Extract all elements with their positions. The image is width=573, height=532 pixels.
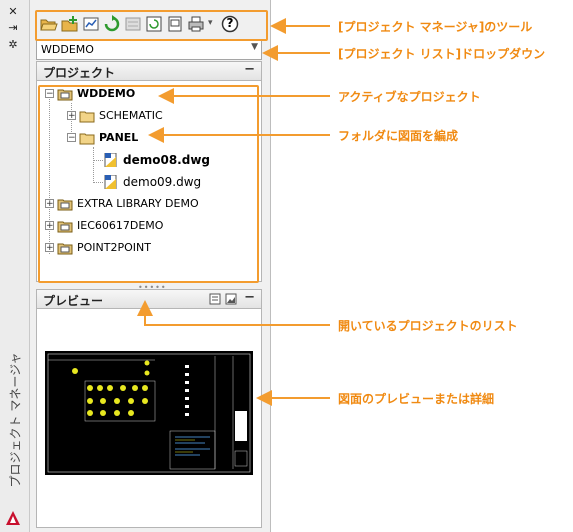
drawing-file-icon [104,175,117,189]
palette-title-strip: ✕ ⇥ ✲ プロジェクト マネージャ [0,0,30,532]
collapse-icon[interactable]: − [67,133,76,143]
expand-icon[interactable]: + [67,111,76,121]
new-project-icon[interactable] [61,15,79,33]
drawing-preview-image [45,351,253,475]
project-tree: − WDDEMO + SCHEMATIC − PANEL demo08.dwg … [36,80,262,282]
drawing-file-icon [104,153,117,167]
tree-item-label: demo09.dwg [123,175,202,189]
tree-item-label: POINT2POINT [77,241,151,254]
preview-panel [36,308,262,528]
help-label: ? [226,16,234,30]
tree-item-label: PANEL [99,131,139,144]
callout-open-projects: 開いているプロジェクトのリスト [338,319,518,333]
chevron-down-icon[interactable]: ▼ [251,42,258,52]
tree-item-panel[interactable]: − PANEL [37,129,257,147]
project-folder-icon [57,243,73,255]
reports-icon[interactable] [166,15,184,33]
tree-item-point2point[interactable]: + POINT2POINT [37,239,257,257]
open-project-icon[interactable] [40,15,58,33]
tree-guide [71,103,72,138]
collapse-icon[interactable]: − [45,89,54,99]
tree-item-label: WDDEMO [77,87,136,100]
details-icon[interactable] [209,293,221,305]
folder-icon [79,133,95,145]
project-folder-icon [57,199,73,211]
tree-item-label: IEC60617DEMO [77,219,164,232]
publish-dropdown-icon[interactable]: ▾ [208,18,213,28]
project-manager-palette: ▾ ? WDDEMO ▼ プロジェクト − − WDDEMO + SCHEMAT… [30,0,271,532]
tree-item-demo09[interactable]: demo09.dwg [37,173,257,191]
tree-guide [49,99,50,254]
tree-guide [93,160,103,161]
auto-hide-icon[interactable]: ⇥ [8,21,18,34]
callout-folders: フォルダに図面を編成 [338,129,459,143]
project-section-title: プロジェクト [43,66,116,80]
panel-splitter[interactable]: ••••• [138,283,167,292]
expand-icon[interactable]: + [45,221,54,231]
minimize-icon[interactable]: − [244,62,255,77]
tree-item-label: demo08.dwg [123,153,210,167]
tree-item-demo08[interactable]: demo08.dwg [37,151,257,169]
tree-item-schematic[interactable]: + SCHEMATIC [37,107,257,125]
preview-section-title: プレビュー [43,294,104,308]
preview-section-header: プレビュー − [36,289,262,309]
callout-active-project: アクティブなプロジェクト [338,90,481,104]
publish-icon[interactable] [187,15,205,33]
autocad-logo-icon [6,511,20,525]
callout-project-list: [プロジェクト リスト]ドロップダウン [338,47,546,61]
toolbar-highlight [35,10,268,41]
expand-icon[interactable]: + [45,243,54,253]
help-icon[interactable]: ? [221,15,239,33]
project-properties-icon[interactable] [82,15,100,33]
project-folder-icon [57,89,73,101]
expand-icon[interactable]: + [45,199,54,209]
tree-item-label: EXTRA LIBRARY DEMO [77,197,199,210]
project-folder-icon [57,221,73,233]
tree-guide [93,147,94,183]
callout-preview: 図面のプレビューまたは詳細 [338,392,495,406]
folder-icon [79,111,95,123]
tree-guide [93,182,103,183]
tree-item-iec60617demo[interactable]: + IEC60617DEMO [37,217,257,235]
project-manager-toolbar: ▾ ? [38,12,264,38]
properties-icon[interactable]: ✲ [8,38,18,51]
refresh-icon[interactable] [103,15,121,33]
task-list-icon[interactable] [145,15,163,33]
tree-highlight [38,85,259,283]
close-icon[interactable]: ✕ [8,5,18,18]
tree-item-label: SCHEMATIC [99,109,163,122]
tree-item-wddemo[interactable]: − WDDEMO [37,85,257,103]
preview-icon[interactable] [225,293,237,305]
minimize-icon[interactable]: − [244,290,255,305]
project-list-value: WDDEMO [41,43,94,56]
update-icon[interactable] [124,15,142,33]
callout-toolbar: [プロジェクト マネージャ]のツール [338,20,533,34]
tree-item-extra-library-demo[interactable]: + EXTRA LIBRARY DEMO [37,195,257,213]
